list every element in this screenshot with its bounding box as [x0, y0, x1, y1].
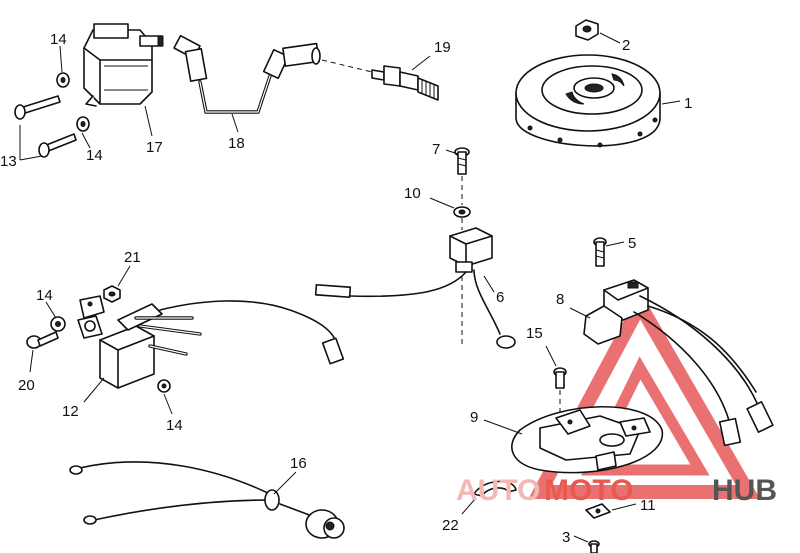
washer-10	[453, 206, 471, 218]
clamp-22	[473, 480, 517, 497]
coil-screw-lower	[38, 133, 77, 158]
watermark-text: AUTO MOTO HUB	[456, 474, 777, 507]
callout-12: 12	[62, 403, 79, 420]
callout-2: 2	[622, 37, 630, 54]
lockwasher-upper	[56, 72, 70, 88]
nut-21	[103, 285, 121, 303]
callout-1: 1	[684, 95, 692, 112]
callout-13: 13	[0, 153, 17, 170]
callout-7: 7	[432, 141, 440, 158]
sensor-8	[583, 279, 774, 447]
watermark-triangle-outer	[528, 290, 761, 499]
callout-18: 18	[228, 135, 245, 152]
callout-20: 20	[18, 377, 35, 394]
ignition-coil	[83, 23, 164, 107]
callout-14-left: 14	[36, 287, 53, 304]
watermark-word-hub: HUB	[712, 474, 777, 507]
flywheel-nut	[575, 19, 599, 41]
callout-3: 3	[562, 529, 570, 546]
screw-3	[588, 540, 600, 553]
bracket-11	[585, 503, 611, 519]
callout-labels: 1 2 3 5 6 7 8 9 10 11 12 13 14 14 14 14 …	[0, 31, 692, 546]
stop-harness	[69, 461, 345, 539]
screw-20	[26, 331, 59, 349]
flywheel	[515, 54, 661, 148]
callout-5: 5	[628, 235, 636, 252]
callout-16: 16	[290, 455, 307, 472]
callout-8: 8	[556, 291, 564, 308]
callout-6: 6	[496, 289, 504, 306]
callout-21: 21	[124, 249, 141, 266]
callout-9: 9	[470, 409, 478, 426]
watermark-word-auto: AUTO	[456, 474, 540, 507]
screw-5	[593, 237, 607, 267]
charge-coil	[314, 227, 516, 349]
power-pack	[77, 295, 345, 393]
mounting-screw-7	[454, 147, 470, 175]
watermark-word-moto: MOTO	[544, 474, 633, 507]
spark-plug-lead	[173, 34, 321, 114]
callout-22: 22	[442, 517, 459, 534]
callout-15: 15	[526, 325, 543, 342]
callout-14-mid: 14	[86, 147, 103, 164]
callout-17: 17	[146, 139, 163, 156]
screw-15	[553, 367, 567, 389]
callout-14-bottom: 14	[166, 417, 183, 434]
callout-14-top: 14	[50, 31, 67, 48]
lockwasher-lower	[76, 116, 90, 132]
spark-plug	[321, 59, 439, 101]
callout-11: 11	[640, 497, 656, 514]
timer-base	[511, 405, 663, 474]
callout-10: 10	[404, 185, 421, 202]
lockwasher-left	[50, 316, 66, 332]
coil-screw-upper	[14, 95, 61, 120]
callout-19: 19	[434, 39, 451, 56]
